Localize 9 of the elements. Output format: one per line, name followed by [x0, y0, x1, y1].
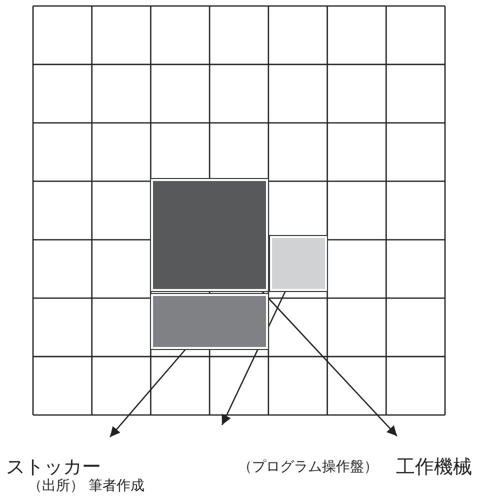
part-label: 工作機械 [396, 456, 472, 478]
part-label: ストッカー [6, 456, 101, 478]
machine-tool-block [151, 179, 268, 291]
leader-arrow [261, 290, 398, 436]
source-note: （出所） 筆者作成 [28, 478, 144, 494]
part-label: （プログラム操作盤） [238, 459, 378, 475]
leader-arrow [110, 348, 186, 438]
stocker-block [151, 294, 268, 349]
control-panel-block [270, 236, 327, 291]
